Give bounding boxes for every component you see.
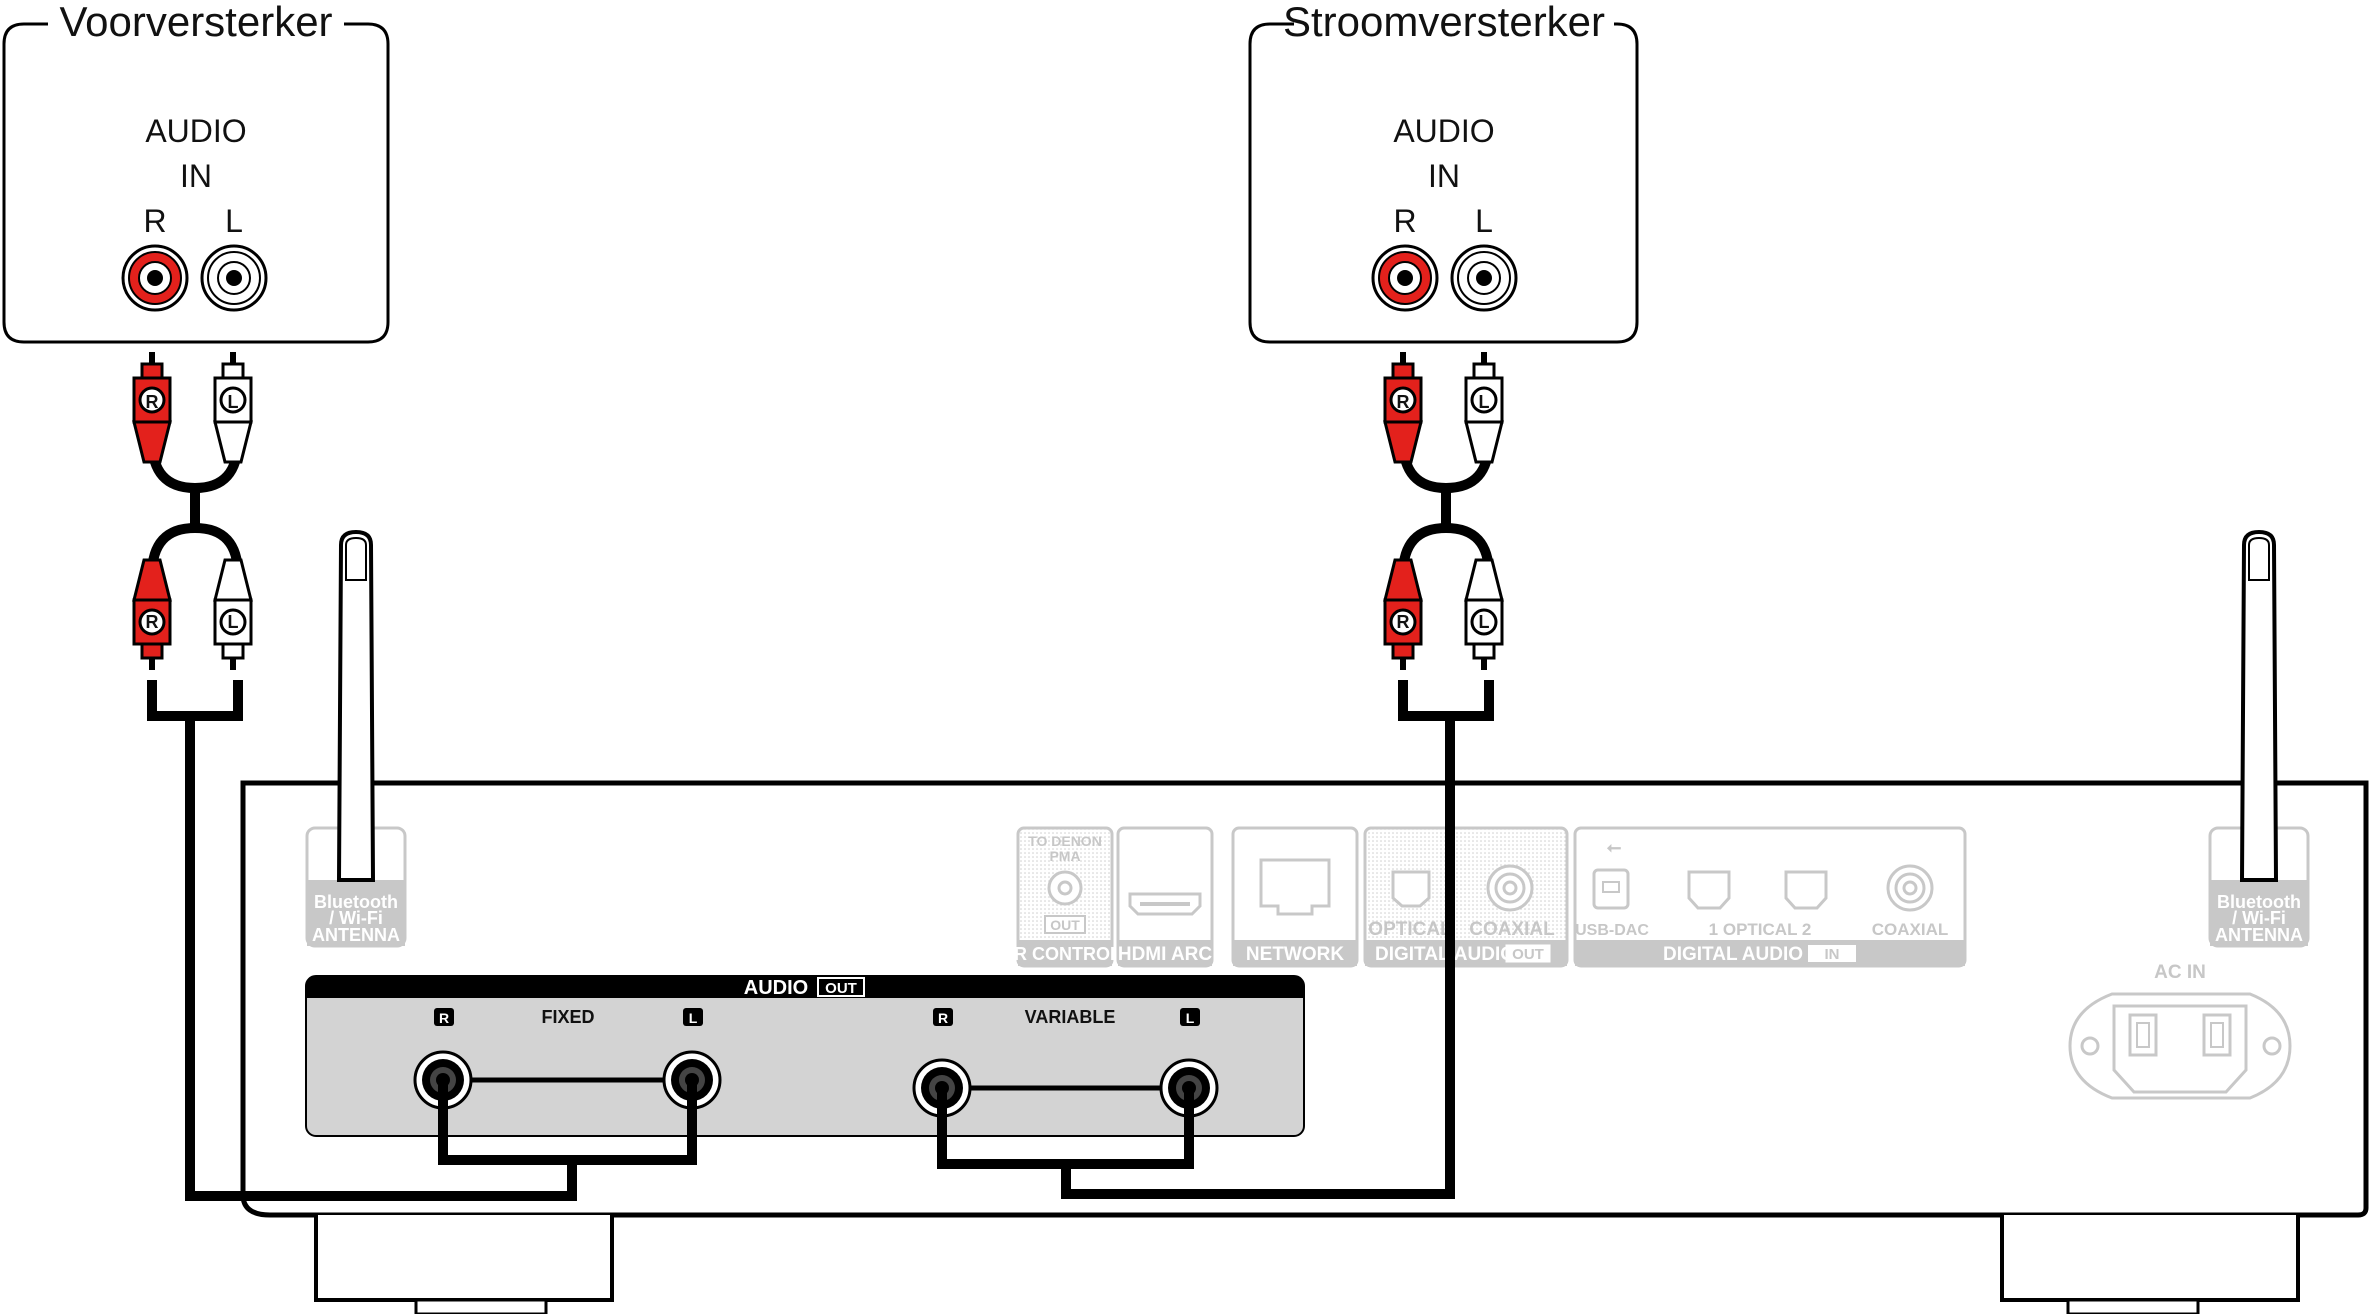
audio-out-title: AUDIO <box>744 977 808 999</box>
digital-audio-out-ports: OPTICAL COAXIAL DIGITAL AUDIO OUT <box>1363 826 1569 968</box>
preamp-plug-fork <box>147 680 243 721</box>
preamp-lower-plugs: R L <box>132 558 253 672</box>
variable-r-badge: R <box>933 1008 953 1026</box>
poweramp-upper-plugs: R L <box>1383 350 1504 464</box>
poweramp-box: Stroomversterker AUDIO IN R L <box>1248 0 1639 344</box>
right-antenna-connector: Bluetooth / Wi-Fi ANTENNA <box>2208 826 2310 948</box>
preamp-r-label: R <box>143 203 166 239</box>
fixed-label: FIXED <box>541 1007 594 1027</box>
digital-out-tag: OUT <box>1512 946 1544 963</box>
right-antenna-label-line3: ANTENNA <box>2215 925 2303 945</box>
cables <box>147 439 1494 1201</box>
left-antenna-connector: Bluetooth / Wi-Fi ANTENNA <box>305 826 407 948</box>
digital-audio-in-ports: ⭠ USB-DAC 1 OPTICAL 2 COAXIAL DIGITAL AU… <box>1573 826 1967 968</box>
poweramp-plug-fork <box>1398 680 1494 721</box>
usb-icon: ⭠ <box>1607 837 1622 857</box>
usb-dac-label: USB-DAC <box>1575 922 1649 939</box>
preamp-title: Voorversterker <box>59 0 332 45</box>
digital-out-coaxial-label: COAXIAL <box>1469 919 1555 940</box>
audio-out-tag: OUT <box>825 980 857 997</box>
poweramp-audio-label: AUDIO <box>1393 113 1494 149</box>
antenna-label-line2: / Wi-Fi <box>329 908 383 928</box>
variable-label: VARIABLE <box>1025 1007 1116 1027</box>
poweramp-l-label: L <box>1475 203 1493 239</box>
poweramp-upper-l-letter: L <box>1479 392 1490 412</box>
poweramp-in-label: IN <box>1428 158 1460 194</box>
coaxial-in-label: COAXIAL <box>1872 920 1949 939</box>
preamp-lower-l-letter: L <box>228 612 239 632</box>
svg-text:R: R <box>938 1010 948 1026</box>
preamp-box: Voorversterker AUDIO IN R L <box>2 0 390 344</box>
svg-text:L: L <box>1186 1010 1195 1026</box>
preamp-upper-l-letter: L <box>228 392 239 412</box>
network-label: NETWORK <box>1246 944 1344 965</box>
preamp-l-jack[interactable] <box>200 244 268 312</box>
optical-in-label: 1 OPTICAL 2 <box>1709 920 1812 939</box>
poweramp-upper-r-letter: R <box>1397 392 1410 412</box>
svg-text:R: R <box>439 1010 449 1026</box>
antenna-label-line3: ANTENNA <box>312 925 400 945</box>
fixed-l-badge: L <box>683 1008 703 1026</box>
antenna-label-line1: Bluetooth <box>314 892 398 912</box>
right-antenna-label-line2: / Wi-Fi <box>2232 908 2286 928</box>
poweramp-r-label: R <box>1393 203 1416 239</box>
variable-cable-loop <box>937 1088 1194 1169</box>
preamp-upper-r-letter: R <box>146 392 159 412</box>
preamp-cable-main <box>185 720 577 1201</box>
network-player-rear-panel: Bluetooth / Wi-Fi ANTENNA Bluetooth / Wi… <box>240 529 2369 1314</box>
variable-l-badge: L <box>1180 1008 1200 1026</box>
poweramp-lower-l-letter: L <box>1479 612 1490 632</box>
right-antenna-label-line1: Bluetooth <box>2217 892 2301 912</box>
poweramp-l-jack[interactable] <box>1450 244 1518 312</box>
poweramp-lower-r-letter: R <box>1397 612 1410 632</box>
preamp-in-label: IN <box>180 158 212 194</box>
svg-text:L: L <box>689 1010 698 1026</box>
preamp-audio-label: AUDIO <box>145 113 246 149</box>
ir-top-line1: TO DENON <box>1028 833 1102 849</box>
preamp-r-jack[interactable] <box>121 244 189 312</box>
poweramp-lower-plugs: R L <box>1383 558 1504 672</box>
ir-out-tag: OUT <box>1050 917 1080 933</box>
digital-in-tag: IN <box>1825 946 1840 963</box>
fixed-r-badge: R <box>434 1008 454 1026</box>
hdmi-arc-label: HDMI ARC <box>1118 944 1213 965</box>
ir-top-line2: PMA <box>1049 848 1080 864</box>
poweramp-title: Stroomversterker <box>1283 0 1605 45</box>
left-foot <box>314 1215 614 1314</box>
poweramp-cable-main <box>1061 720 1455 1199</box>
network-port: NETWORK <box>1231 826 1359 968</box>
right-antenna <box>2239 529 2279 882</box>
ir-control-port: TO DENON PMA OUT IR CONTROL <box>1009 826 1121 968</box>
preamp-lower-r-letter: R <box>146 612 159 632</box>
poweramp-r-jack[interactable] <box>1371 244 1439 312</box>
preamp-l-label: L <box>225 203 243 239</box>
left-antenna <box>336 529 376 882</box>
audio-out-panel: AUDIO OUT FIXED VARIABLE R L R L <box>305 975 1305 1137</box>
digital-audio-in-label: DIGITAL AUDIO <box>1663 944 1803 965</box>
right-foot <box>2000 1215 2300 1314</box>
ac-in-label: AC IN <box>2154 962 2206 983</box>
preamp-upper-plugs: R L <box>132 350 253 464</box>
fixed-cable-loop <box>438 1080 697 1165</box>
hdmi-arc-port: HDMI ARC <box>1116 826 1214 968</box>
ir-control-label: IR CONTROL <box>1009 944 1121 964</box>
ac-inlet: AC IN <box>2068 962 2292 1100</box>
digital-out-optical-label: OPTICAL <box>1368 919 1452 940</box>
